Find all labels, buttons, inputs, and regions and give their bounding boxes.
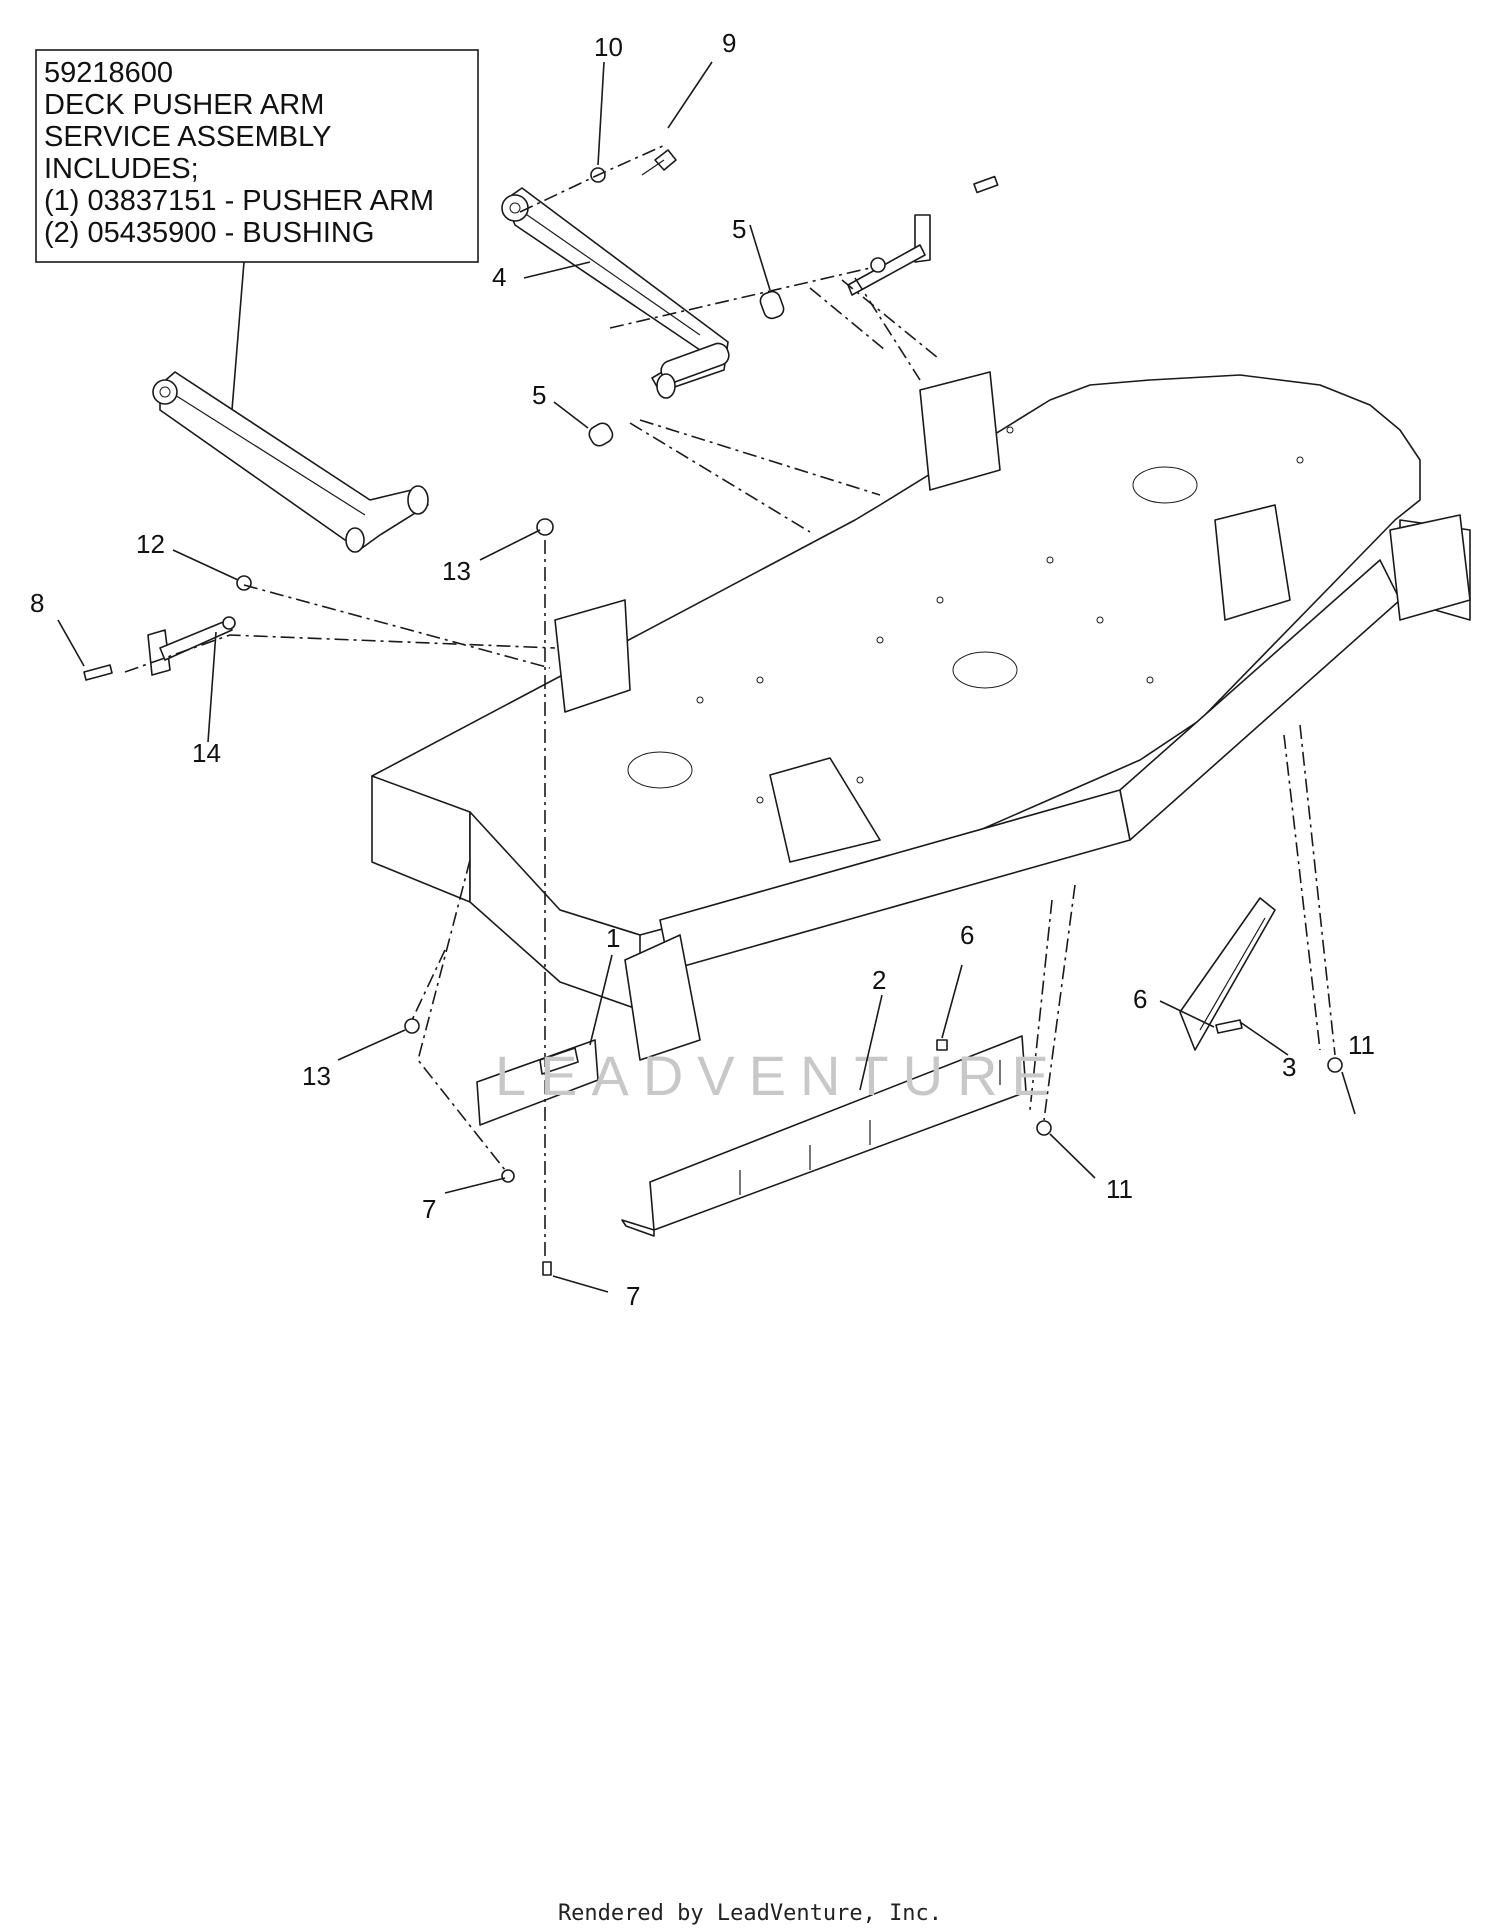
callout-13-top: 13 bbox=[442, 556, 471, 586]
callout-13-left: 13 bbox=[302, 1061, 331, 1091]
callout-7-left: 7 bbox=[422, 1194, 436, 1224]
baffle-item-1 bbox=[476, 1039, 599, 1126]
note-line-4: INCLUDES; bbox=[44, 153, 199, 185]
footer-credit: Rendered by LeadVenture, Inc. bbox=[558, 1901, 942, 1926]
callout-3: 3 bbox=[1282, 1052, 1296, 1082]
callout-5-upper: 5 bbox=[732, 214, 746, 244]
baffle-item-2 bbox=[621, 1035, 1027, 1237]
callout-numbers: 10 9 5 4 5 12 8 14 13 13 1 2 6 6 3 7 7 1… bbox=[30, 28, 1375, 1311]
callout-11-right: 11 bbox=[1348, 1030, 1375, 1060]
note-line-6: (2) 05435900 - BUSHING bbox=[44, 217, 374, 249]
callout-6-center: 6 bbox=[960, 920, 974, 950]
callout-7-bottom: 7 bbox=[626, 1281, 640, 1311]
pusher-arm-item-4 bbox=[501, 187, 730, 399]
callout-11-center: 11 bbox=[1106, 1174, 1133, 1204]
callout-2: 2 bbox=[872, 965, 886, 995]
callout-14: 14 bbox=[192, 738, 221, 768]
callout-1: 1 bbox=[606, 923, 620, 953]
callout-8: 8 bbox=[30, 588, 44, 618]
service-pusher-arm-illustration bbox=[152, 371, 429, 553]
callout-9: 9 bbox=[722, 28, 736, 58]
assembly-lines bbox=[124, 144, 1336, 1258]
callout-5-lower: 5 bbox=[532, 380, 546, 410]
hardware-parts bbox=[83, 149, 1343, 1276]
callout-6-right: 6 bbox=[1133, 984, 1147, 1014]
mower-deck bbox=[371, 371, 1471, 1061]
callout-10: 10 bbox=[594, 32, 623, 62]
service-assembly-note: 59218600 DECK PUSHER ARM SERVICE ASSEMBL… bbox=[35, 49, 479, 411]
callout-4: 4 bbox=[492, 262, 506, 292]
callout-12: 12 bbox=[136, 529, 165, 559]
watermark: LEADVENTURE bbox=[495, 1044, 1063, 1107]
note-line-5: (1) 03837151 - PUSHER ARM bbox=[44, 185, 434, 217]
note-line-2: DECK PUSHER ARM bbox=[44, 89, 324, 121]
leader-lines bbox=[57, 61, 1356, 1293]
note-line-1: 59218600 bbox=[44, 57, 173, 89]
note-line-3: SERVICE ASSEMBLY bbox=[44, 121, 331, 153]
baffle-item-3 bbox=[1179, 897, 1276, 1051]
